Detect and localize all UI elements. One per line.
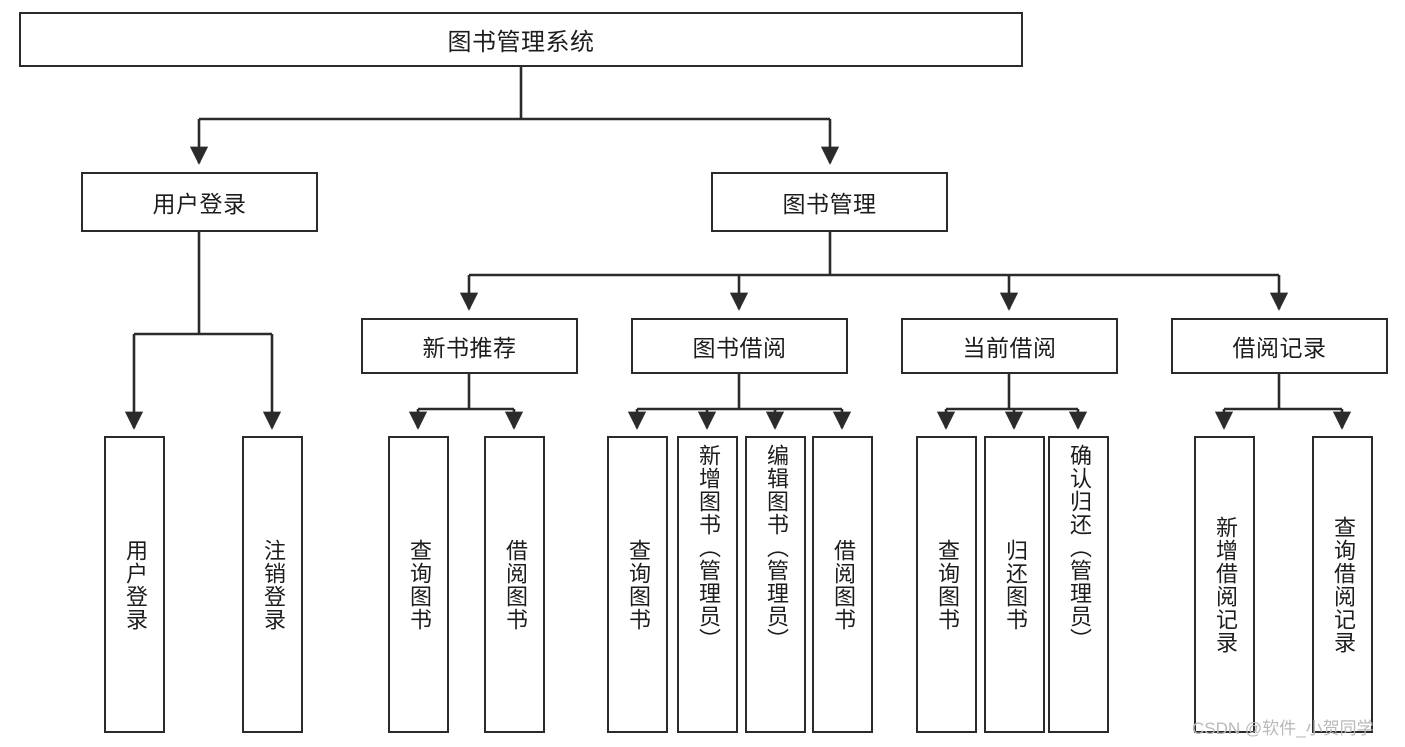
leaf-current-borrow-return-label: 归还图书 xyxy=(1002,538,1028,631)
leaf-current-borrow-confirm[interactable]: 确认归还（管理员） xyxy=(1048,436,1109,733)
node-current-borrow[interactable]: 当前借阅 xyxy=(901,318,1118,374)
leaf-borrow-record-add-label: 新增借阅记录 xyxy=(1212,515,1238,654)
leaf-book-borrow-add-label: 新增图书（管理员） xyxy=(695,444,721,651)
leaf-borrow-record-add[interactable]: 新增借阅记录 xyxy=(1194,436,1255,733)
leaf-borrow-record-query-label: 查询借阅记录 xyxy=(1330,515,1356,654)
leaf-current-borrow-return[interactable]: 归还图书 xyxy=(984,436,1045,733)
leaf-user-login-logout[interactable]: 注销登录 xyxy=(242,436,303,733)
node-new-book-recommend-label: 新书推荐 xyxy=(422,335,517,361)
leaf-current-borrow-query[interactable]: 查询图书 xyxy=(916,436,977,733)
leaf-user-login-login-label: 用户登录 xyxy=(122,538,148,631)
watermark: CSDN @软件_小贺同学 xyxy=(1192,719,1374,738)
leaf-user-login-login[interactable]: 用户登录 xyxy=(104,436,165,733)
leaf-book-borrow-query-label: 查询图书 xyxy=(625,538,651,631)
leaf-new-book-query[interactable]: 查询图书 xyxy=(388,436,449,733)
node-book-management-label: 图书管理 xyxy=(782,191,877,217)
node-borrow-record-label: 借阅记录 xyxy=(1232,335,1327,361)
leaf-book-borrow-borrow[interactable]: 借阅图书 xyxy=(812,436,873,733)
leaf-current-borrow-confirm-label: 确认归还（管理员） xyxy=(1066,444,1092,651)
node-book-management[interactable]: 图书管理 xyxy=(711,172,948,232)
leaf-current-borrow-query-label: 查询图书 xyxy=(934,538,960,631)
leaf-new-book-query-label: 查询图书 xyxy=(406,538,432,631)
node-root[interactable]: 图书管理系统 xyxy=(19,12,1023,67)
leaf-new-book-borrow[interactable]: 借阅图书 xyxy=(484,436,545,733)
node-user-login-label: 用户登录 xyxy=(152,191,247,217)
node-book-borrow[interactable]: 图书借阅 xyxy=(631,318,848,374)
node-user-login[interactable]: 用户登录 xyxy=(81,172,318,232)
leaf-user-login-logout-label: 注销登录 xyxy=(260,538,286,631)
node-root-label: 图书管理系统 xyxy=(447,29,595,56)
node-current-borrow-label: 当前借阅 xyxy=(962,335,1057,361)
node-new-book-recommend[interactable]: 新书推荐 xyxy=(361,318,578,374)
leaf-borrow-record-query[interactable]: 查询借阅记录 xyxy=(1312,436,1373,733)
node-book-borrow-label: 图书借阅 xyxy=(692,335,787,361)
leaf-book-borrow-add[interactable]: 新增图书（管理员） xyxy=(677,436,738,733)
leaf-book-borrow-edit-label: 编辑图书（管理员） xyxy=(763,444,789,651)
leaf-new-book-borrow-label: 借阅图书 xyxy=(502,538,528,631)
leaf-book-borrow-borrow-label: 借阅图书 xyxy=(830,538,856,631)
node-borrow-record[interactable]: 借阅记录 xyxy=(1171,318,1388,374)
leaf-book-borrow-query[interactable]: 查询图书 xyxy=(607,436,668,733)
leaf-book-borrow-edit[interactable]: 编辑图书（管理员） xyxy=(745,436,806,733)
